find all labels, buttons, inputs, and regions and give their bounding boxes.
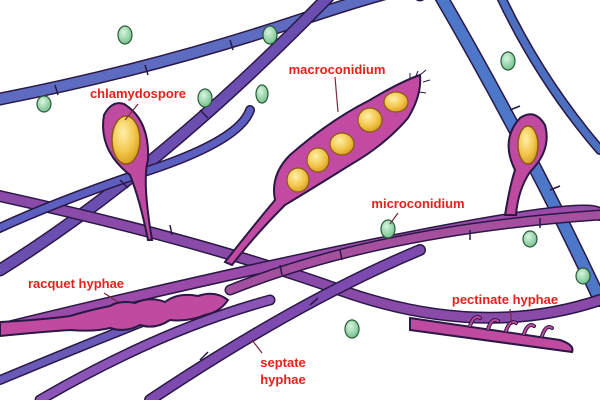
label-chlamydospore: chlamydospore [90,86,186,101]
label-racquet-hyphae: racquet hyphae [28,276,124,291]
chlamydospore-right [503,113,548,216]
pectinate-hyphae [409,315,574,354]
racquet-hyphae [0,292,230,338]
macroconidium [223,69,431,267]
label-pectinate-hyphae: pectinate hyphae [452,292,558,307]
leader-lines [103,76,513,354]
label-septate-hyphae: hyphae [260,372,306,387]
label-microconidium: microconidium [371,196,464,211]
labels: chlamydospore macroconidium microconidiu… [28,62,558,387]
septa [54,39,561,361]
microconidia [36,25,591,339]
label-macroconidium: macroconidium [289,62,386,77]
chlamydospore-left [102,102,154,241]
label-septate: septate [260,355,306,370]
